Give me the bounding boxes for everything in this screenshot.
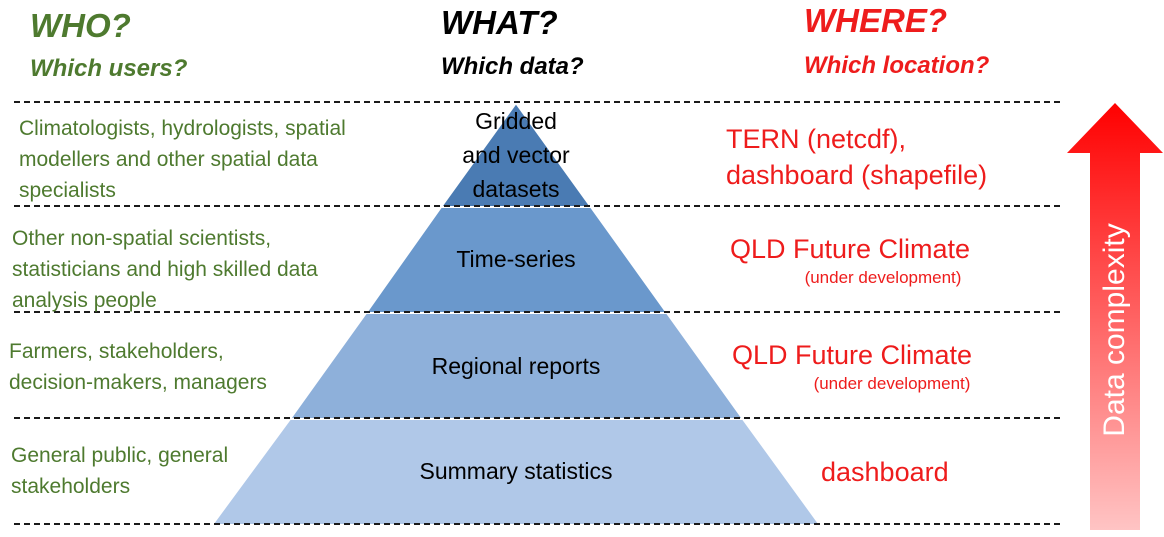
users-line: analysis people	[12, 289, 157, 312]
what-heading: WHAT?	[441, 4, 558, 41]
users-line: modellers and other spatial data	[19, 148, 318, 171]
users-tier-1: Climatologists, hydrologists, spatial mo…	[19, 113, 346, 206]
tier-data-regional-reports: Regional reports	[431, 353, 601, 379]
where-heading: WHERE?	[804, 2, 947, 39]
users-line: statisticians and high skilled data	[12, 258, 318, 281]
tier-data-time-series: Time-series	[456, 246, 576, 272]
tier-data-line: datasets	[472, 176, 560, 202]
users-line: specialists	[19, 179, 116, 202]
users-line: Farmers, stakeholders,	[9, 340, 224, 363]
users-tier-4: General public, general stakeholders	[11, 440, 228, 502]
tier-divider	[14, 205, 1060, 207]
location-note: (under development)	[813, 374, 971, 393]
location-line: QLD Future Climate	[732, 340, 973, 370]
users-line: Climatologists, hydrologists, spatial	[19, 117, 346, 140]
location-line: dashboard (shapefile)	[726, 160, 988, 190]
tier-data-gridded: Gridded and vector datasets	[416, 104, 616, 206]
location-tier-4: dashboard	[821, 457, 949, 487]
tier-divider	[14, 311, 1060, 313]
location-tier-1: TERN (netcdf), dashboard (shapefile)	[726, 121, 987, 193]
users-line: decision-makers, managers	[9, 371, 267, 394]
location-tier-3: QLD Future Climate (under development)	[732, 337, 1032, 395]
tier-divider	[14, 417, 1060, 419]
tier-data-summary-statistics: Summary statistics	[419, 458, 613, 484]
users-line: stakeholders	[11, 475, 131, 498]
tier-data-line: Gridded	[475, 108, 557, 134]
location-note: (under development)	[804, 268, 962, 287]
who-heading: WHO?	[30, 7, 131, 44]
users-tier-2: Other non-spatial scientists, statistici…	[12, 223, 318, 316]
tier-divider	[14, 101, 1060, 103]
users-line: Other non-spatial scientists,	[12, 227, 272, 250]
users-line: General public, general	[11, 444, 229, 467]
tier-divider	[14, 523, 1060, 525]
data-complexity-arrow	[1067, 103, 1163, 530]
location-tier-2: QLD Future Climate (under development)	[730, 231, 1036, 289]
location-line: TERN (netcdf),	[726, 124, 907, 154]
location-line: QLD Future Climate	[730, 234, 971, 264]
what-subheading: Which data?	[441, 53, 584, 80]
tier-data-line: and vector	[462, 142, 570, 168]
users-tier-3: Farmers, stakeholders, decision-makers, …	[9, 336, 267, 398]
who-subheading: Which users?	[30, 55, 188, 82]
data-complexity-label: Data complexity	[1098, 223, 1131, 437]
where-subheading: Which location?	[804, 52, 990, 79]
pyramid-tier-summary-statistics	[210, 418, 822, 526]
